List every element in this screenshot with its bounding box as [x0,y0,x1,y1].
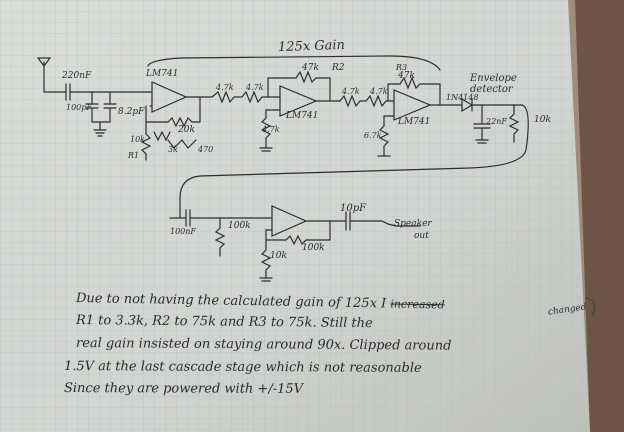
note-line-1: Due to not having the calculated gain of… [75,291,445,312]
label-opamp-3: LM741 [398,117,431,127]
label-speaker: Speaker [394,219,432,229]
label-opamp-1: LM741 [146,69,179,79]
note-ink [584,297,596,317]
label-diode: 1N4148 [446,93,479,102]
label-speaker-out: out [414,231,429,241]
label-r3-marker: R3 [396,63,408,72]
opamp-2 [279,85,318,117]
label-r-out-10k: 10k [534,115,551,125]
label-c-10p: 10pF [340,203,367,214]
label-c-8p: 8.2pF [118,107,145,117]
label-r1-marker: R1 [128,151,140,160]
label-r-100k-a: 100k [228,221,251,231]
coupling-capacitor [169,209,273,227]
note-line-3: real gain insisted on staying around 90x… [75,336,452,354]
label-r-470: 470 [198,145,214,154]
label-r3-top: 47k [398,71,415,81]
label-r2-marker: R2 [332,63,345,73]
note-line-1-text: Due to not having the calculated gain of… [75,291,387,312]
label-c-100n: 100nF [170,227,196,236]
schematic [37,55,529,282]
label-c-22n: 22nF [486,117,507,126]
label-r-10k: 10k [130,135,146,144]
label-r-20k: 20k [178,125,195,135]
label-r3-b: 4.7k [370,87,388,96]
label-r-10k-b: 10k [270,251,287,261]
resistor-r3 [339,94,395,108]
ground-symbol [91,121,111,137]
note-line-2: R1 to 3.3k, R2 to 75k and R3 to 75k. Sti… [75,313,373,332]
opamp-1 [151,81,188,113]
note-line-1-strike: increased [390,297,445,312]
output-capacitor [345,211,421,231]
note-line-1-over: changed [547,302,588,318]
opamp-4 [271,205,308,237]
label-r-3k: 3k [168,145,178,154]
note-line-4: 1.5V at the last cascade stage which is … [63,359,422,376]
opamp-3 [393,89,432,121]
label-r1-b: 4.7k [246,83,264,92]
resistor-r1 [211,90,281,104]
diode-1n4148 [451,97,515,113]
label-r2: 47k [302,63,319,73]
antenna-icon [37,57,52,93]
label-c-100p: 100pF [66,103,92,112]
label-r3-ground: 6.7k [364,131,382,140]
label-r-100k-b: 100k [302,243,325,253]
label-c-in: 220nF [62,71,92,81]
label-r3-a: 4.7k [342,87,360,96]
note-line-5: Since they are powered with +/-15V [63,381,304,397]
label-r2-ground: 4.7k [262,125,280,134]
label-envelope-detector: Envelope detector [470,73,517,95]
label-opamp-2: LM741 [286,111,319,121]
gain-bracket [147,55,441,71]
label-r1-a: 4.7k [216,83,234,92]
